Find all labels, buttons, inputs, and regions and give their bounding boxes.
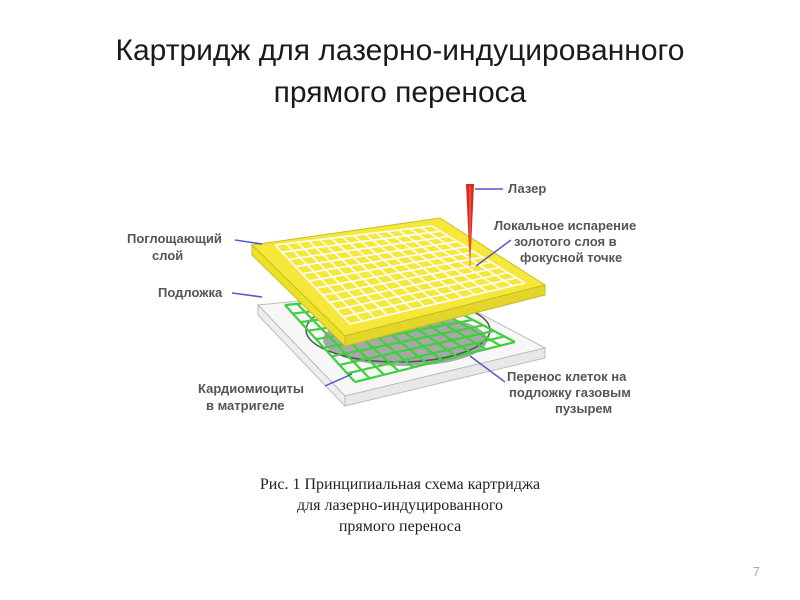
top-grid-line — [296, 241, 376, 319]
leader-evaporation — [475, 239, 512, 267]
label-absorbing-layer-line-2: слой — [152, 248, 183, 263]
top-grid-line — [302, 245, 466, 275]
label-cell-transfer-line-1: Перенос клеток на — [507, 369, 627, 384]
top-grid-line — [319, 238, 401, 313]
page-number: 7 — [752, 564, 760, 579]
bottom-grid-line — [284, 304, 356, 383]
leader-cardiomyocytes — [324, 373, 353, 387]
caption-line-2: для лазерно-индуцированного — [296, 497, 503, 514]
top-grid-line — [322, 261, 492, 297]
label-absorbing-layer-line-1: Поглощающий — [127, 231, 222, 246]
bottom-grid-line — [346, 335, 505, 375]
top-grid-line — [352, 234, 439, 305]
figure-caption: Рис. 1 Принципиальная схема картриджа дл… — [150, 474, 650, 537]
top-grid-line — [341, 236, 426, 308]
leader-substrate — [231, 292, 263, 298]
top-grid-line — [431, 225, 526, 284]
title-line-1: Картридж для лазерно-индуцированного — [115, 34, 685, 67]
label-local-evaporation-line-1: Локальное испарение — [494, 218, 636, 233]
top-grid-line — [336, 271, 509, 311]
leader-transfer — [469, 355, 506, 383]
top-grid-line — [409, 228, 501, 290]
leader-lines — [231, 188, 512, 387]
label-cardiomyocytes-line-1: Кардиомиоциты — [198, 381, 304, 396]
label-substrate: Подложка — [158, 285, 223, 300]
top-grid-line — [343, 277, 517, 318]
label-absorbing-layer: Поглощающий слой — [127, 231, 225, 263]
top-grid-line — [315, 256, 483, 289]
absorbing-left-face — [251, 243, 346, 348]
bottom-grid-line — [331, 324, 484, 358]
top-grid-line — [288, 235, 450, 261]
top-grid-line — [420, 226, 513, 287]
top-grid-line — [349, 282, 526, 325]
top-grid-line — [397, 229, 488, 293]
absorbing-layer-plate — [250, 217, 547, 348]
top-grid-line — [281, 230, 441, 253]
top-grid-line — [274, 225, 433, 246]
label-cell-transfer-line-2: подложку газовым — [509, 385, 631, 400]
title-line-2: прямого переноса — [273, 76, 527, 109]
slide-title: Картридж для лазерно-индуцированного пря… — [40, 30, 760, 114]
label-cell-transfer: Перенос клеток на подложку газовым пузыр… — [507, 369, 635, 416]
top-white-grid — [274, 225, 526, 325]
top-grid-line — [308, 251, 475, 282]
bottom-grid-line — [354, 340, 516, 384]
caption-line-1: Рис. 1 Принципиальная схема картриджа — [259, 476, 541, 493]
bottom-grid-line — [296, 303, 371, 380]
top-grid-line — [386, 230, 476, 296]
caption-line-3: прямого переноса — [338, 518, 462, 535]
top-grid-line — [295, 240, 458, 268]
top-grid-line — [274, 244, 351, 325]
top-grid-line — [285, 243, 364, 322]
label-local-evaporation-line-2: золотого слоя в — [514, 234, 617, 249]
label-laser: Лазер — [508, 181, 546, 196]
top-grid-line — [375, 232, 463, 299]
top-grid-line — [308, 240, 389, 316]
label-local-evaporation-line-3: фокусной точке — [520, 250, 622, 265]
label-cardiomyocytes-line-2: в матригеле — [206, 398, 285, 413]
leader-absorbing — [234, 239, 263, 245]
substrate-left-face — [257, 303, 346, 408]
label-cardiomyocytes: Кардиомиоциты в матригеле — [198, 381, 308, 413]
bottom-grid-line — [339, 329, 495, 366]
top-grid-line — [364, 233, 451, 302]
top-grid-line — [330, 237, 414, 310]
label-cell-transfer-line-3: пузырем — [555, 401, 612, 416]
label-local-evaporation: Локальное испарение золотого слоя в фоку… — [494, 218, 640, 265]
top-grid-line — [329, 266, 500, 304]
